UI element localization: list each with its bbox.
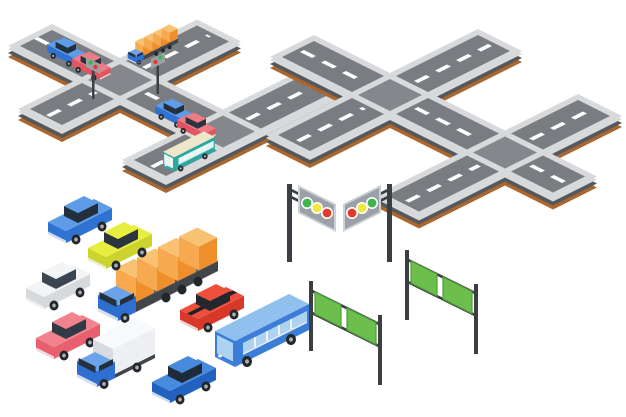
lane-dashes: [296, 44, 592, 203]
vehicle-pink-car: [36, 312, 100, 361]
vehicle-blue-suv: [48, 196, 112, 245]
vehicle-blue-sedan: [152, 356, 216, 405]
traffic-light-left: [286, 183, 337, 263]
vehicle-white-car: [26, 262, 90, 311]
road-network-right: [184, 0, 626, 253]
green-gantry-sign-left: [308, 280, 383, 386]
green-gantry-sign-right: [404, 249, 479, 355]
